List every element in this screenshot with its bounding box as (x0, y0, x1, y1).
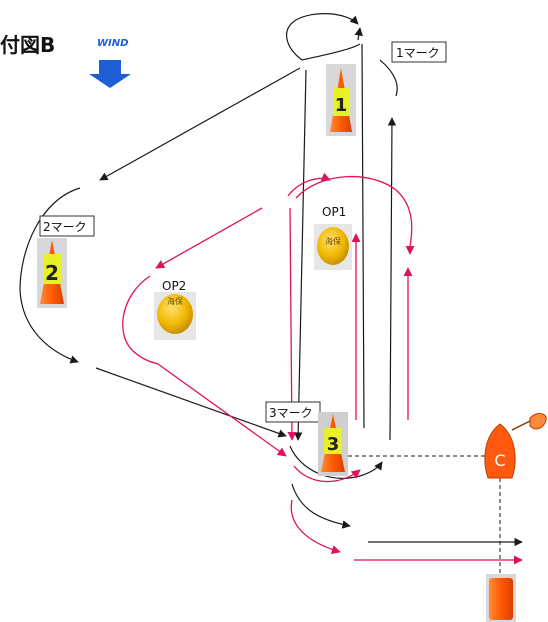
mark-1-label: 1マーク (396, 46, 440, 60)
mark-2-number: 2 (45, 261, 59, 285)
ball-buoy-icon (157, 294, 193, 334)
mark-1-number: 1 (335, 95, 348, 116)
committee-boat-letter: C (494, 451, 505, 470)
op2-buoy-text: 海保 (167, 296, 183, 306)
committee-boat-icon (484, 423, 516, 479)
down-arrow-icon (89, 60, 131, 88)
offset-mark-op1: OP1 海保 (314, 205, 352, 270)
cone-buoy-icon: 2 (37, 238, 67, 308)
pink-course (122, 172, 523, 565)
wind-label: WIND (97, 38, 128, 49)
flag-icon (511, 413, 547, 431)
op1-buoy-text: 海保 (325, 236, 341, 246)
cone-buoy-icon: 1 (326, 64, 356, 136)
committee-boat: C (484, 413, 547, 479)
op2-label: OP2 (162, 279, 186, 293)
wind-indicator: WIND (89, 38, 131, 88)
figure-title: 付図B (0, 33, 55, 57)
op1-label: OP1 (322, 205, 346, 219)
black-course (19, 13, 523, 547)
mark-3: 3マーク 3 (265, 401, 348, 476)
pin-end-buoy (486, 574, 516, 622)
mark-3-number: 3 (327, 434, 340, 455)
mark-3-label: 3マーク (269, 406, 313, 420)
float-buoy-icon (489, 578, 513, 620)
start-line (348, 455, 501, 582)
mark-1: 1マーク 1 (326, 41, 447, 136)
cone-buoy-icon: 3 (318, 412, 348, 476)
ball-buoy-icon (317, 227, 349, 265)
mark-2: 2マーク 2 (37, 215, 95, 308)
offset-mark-op2: OP2 海保 (154, 279, 196, 340)
mark-2-label: 2マーク (43, 220, 87, 234)
